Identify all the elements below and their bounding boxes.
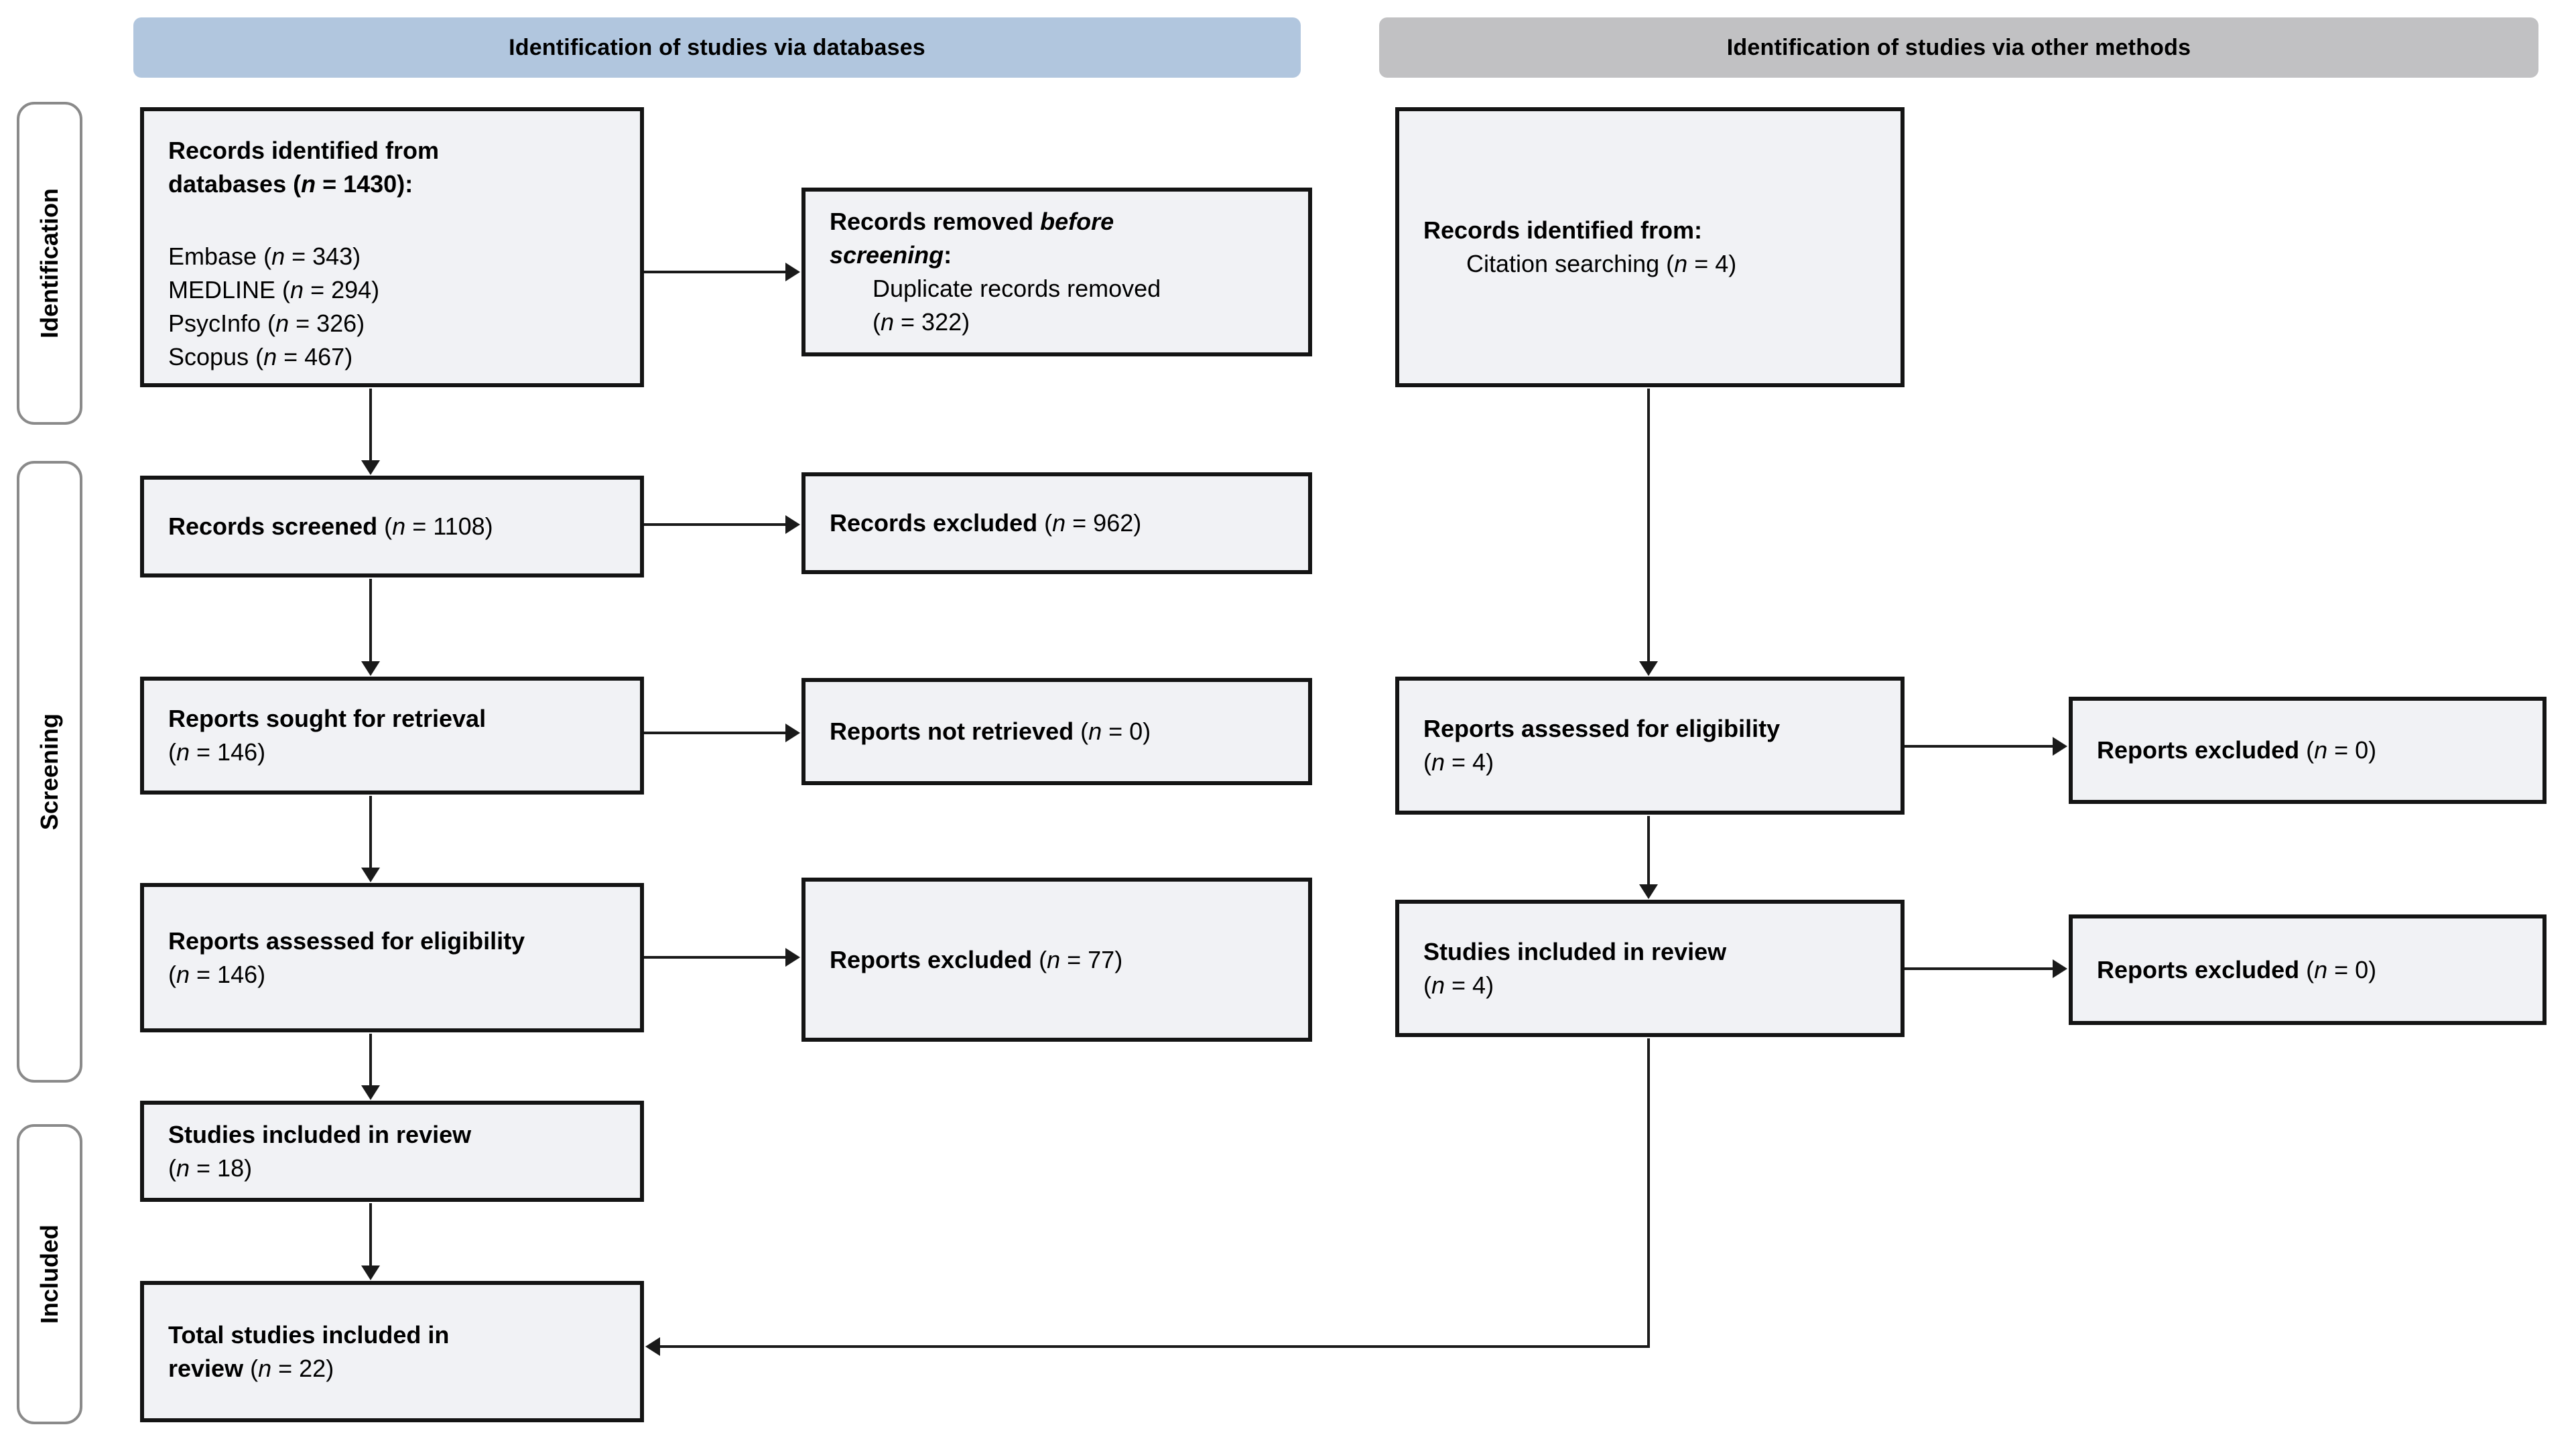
arrow-screened-to-sought: [361, 579, 380, 676]
arrow-other-identified-to-assessed: [1639, 389, 1658, 676]
connector-other-included-down: [1647, 1038, 1650, 1348]
box-reports-not-retrieved: Reports not retrieved (n = 0): [801, 678, 1312, 785]
header-identification-via-databases: Identification of studies via databases: [133, 17, 1301, 78]
box-reports-excluded-other-1: Reports excluded (n = 0): [2069, 697, 2547, 804]
stage-label-included: Included: [17, 1124, 82, 1424]
stage-label-screening: Screening: [17, 461, 82, 1083]
arrow-assessed-to-included: [361, 1034, 380, 1100]
box-studies-included-in-review: Studies included in review(n = 18): [140, 1101, 644, 1202]
stage-label-identification-text: Identification: [36, 188, 63, 338]
box-reports-excluded-other-2: Reports excluded (n = 0): [2069, 914, 2547, 1025]
arrow-sought-to-not-retrieved: [644, 724, 800, 742]
box-reports-excluded-77: Reports excluded (n = 77): [801, 878, 1312, 1042]
arrow-other-assessed-to-excluded: [1905, 737, 2067, 756]
arrow-other-included-to-excluded: [1905, 959, 2067, 978]
arrow-sought-to-assessed: [361, 796, 380, 882]
box-reports-assessed-for-eligibility: Reports assessed for eligibility(n = 146…: [140, 883, 644, 1032]
box-studies-included-other: Studies included in review(n = 4): [1395, 900, 1905, 1037]
arrow-identified-to-removed: [644, 263, 800, 281]
box-reports-sought-for-retrieval: Reports sought for retrieval(n = 146): [140, 677, 644, 795]
arrow-other-included-to-total: [645, 1337, 1650, 1356]
arrow-included-to-total: [361, 1203, 380, 1280]
arrow-other-assessed-to-included: [1639, 816, 1658, 899]
stage-label-identification: Identification: [17, 102, 82, 425]
arrow-assessed-to-excluded-77: [644, 948, 800, 967]
box-records-excluded: Records excluded (n = 962): [801, 472, 1312, 574]
box-reports-assessed-other: Reports assessed for eligibility(n = 4): [1395, 677, 1905, 815]
arrow-screened-to-excluded: [644, 515, 800, 534]
stage-label-screening-text: Screening: [36, 713, 63, 831]
header-identification-via-other-methods: Identification of studies via other meth…: [1379, 17, 2538, 78]
box-records-screened: Records screened (n = 1108): [140, 476, 644, 577]
stage-label-included-text: Included: [36, 1224, 63, 1324]
arrow-identified-to-screened: [361, 389, 380, 475]
box-records-identified-other-methods: Records identified from:Citation searchi…: [1395, 107, 1905, 387]
